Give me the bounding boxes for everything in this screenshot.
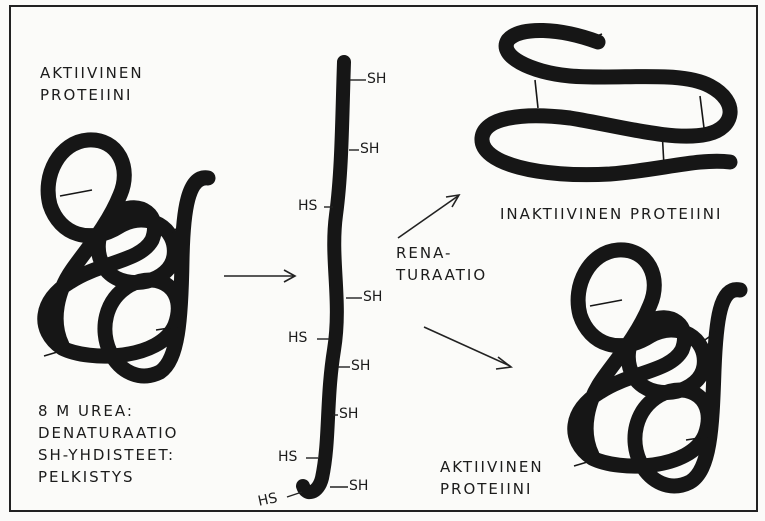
arrow-head-to-inactive <box>446 195 459 207</box>
chain-group-5: HS <box>288 330 307 346</box>
active-bottom-line1: AKTIIVINEN <box>440 456 544 478</box>
renaturation-label: RENA- TURAATIO <box>396 242 487 286</box>
renat-line1: RENA- <box>396 242 487 264</box>
arrow-to-active <box>424 327 510 366</box>
chain-group-1: SH <box>367 71 386 87</box>
urea-label: 8 M UREA: DENATURAATIO SH-YHDISTEET: PEL… <box>38 400 178 488</box>
arrow-to-inactive <box>398 196 458 238</box>
active-protein-bottom-label: AKTIIVINEN PROTEIINI <box>440 456 544 500</box>
renat-line2: TURAATIO <box>396 264 487 286</box>
chain-group-9: SH <box>349 478 368 494</box>
unfolded-chain <box>287 62 366 497</box>
active-protein-right <box>574 250 740 486</box>
sh-line2: PELKISTYS <box>38 466 178 488</box>
inactive-protein <box>482 30 730 174</box>
active-top-line1: AKTIIVINEN <box>40 62 144 84</box>
active-top-line2: PROTEIINI <box>40 84 144 106</box>
sh-line1: SH-YHDISTEET: <box>38 444 178 466</box>
chain-group-2: SH <box>360 141 379 157</box>
active-bottom-line2: PROTEIINI <box>440 478 544 500</box>
active-protein-top-label: AKTIIVINEN PROTEIINI <box>40 62 144 106</box>
urea-line1: 8 M UREA: <box>38 400 178 422</box>
chain-group-7: SH <box>339 406 358 422</box>
chain-group-4: SH <box>363 289 382 305</box>
chain-group-3: HS <box>298 198 317 214</box>
active-protein-left <box>44 140 208 376</box>
chain-group-6: SH <box>351 358 370 374</box>
chain-group-8: HS <box>278 449 297 465</box>
urea-line2: DENATURAATIO <box>38 422 178 444</box>
inactive-protein-label: INAKTIIVINEN PROTEIINI <box>500 203 722 225</box>
